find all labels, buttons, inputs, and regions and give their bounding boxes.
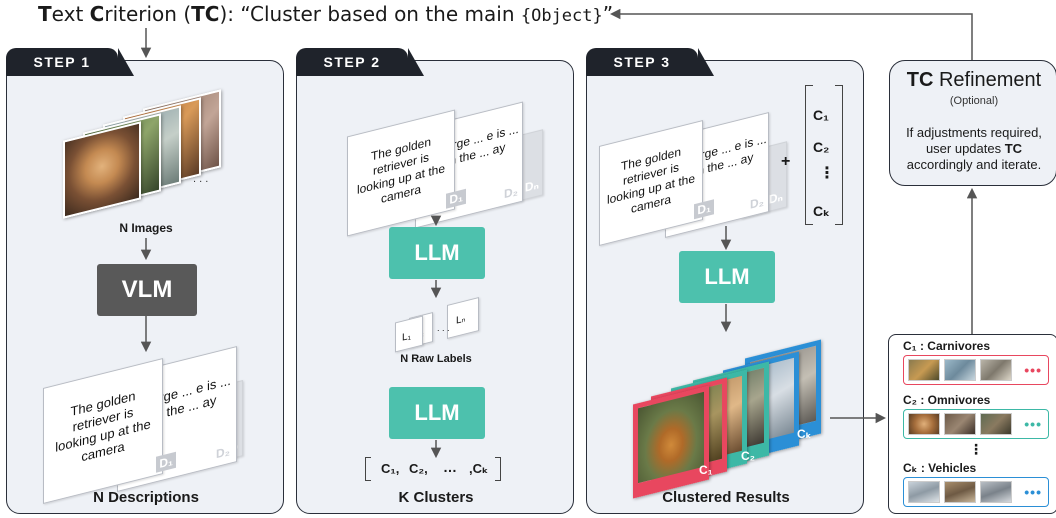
ellipsis: . . . — [193, 173, 209, 185]
tiger-image — [633, 385, 709, 499]
cluster-title-omnivores: C₂ : Omnivores — [903, 393, 991, 407]
stack-label-c1: C₁ — [699, 463, 713, 477]
thumb-truck — [944, 481, 976, 503]
images-caption: N Images — [119, 221, 173, 235]
tc-refinement-box: TC Refinement (Optional) If adjustments … — [889, 60, 1056, 186]
more-icon: ••• — [1024, 416, 1042, 432]
llm-block-bottom: LLM — [389, 387, 485, 439]
thumb-dog — [908, 413, 940, 435]
cluster-ellipsis: … — [443, 459, 457, 475]
more-icon: ••• — [1024, 362, 1042, 378]
cluster-ck: ,Cₖ — [469, 461, 489, 476]
more-icon: ••• — [1024, 484, 1042, 500]
stack-label-ck: Cₖ — [797, 427, 812, 441]
plus-sign: + — [781, 153, 791, 170]
ellipsis: . . . — [437, 323, 450, 333]
cluster-results-box: C₁ : Carnivores ••• C₂ : Omnivores ••• ⋮… — [888, 334, 1056, 514]
step-1-panel: . . . N Images VLM Dₙ The large ... e is… — [6, 60, 284, 514]
clusters-caption: K Clusters — [398, 489, 474, 506]
llm-block-top: LLM — [389, 227, 485, 279]
step-3-tab: STEP 3 — [586, 48, 714, 76]
bracket-right — [495, 457, 501, 481]
clustered-results-caption: Clustered Results — [662, 489, 790, 506]
bracket-left — [805, 85, 813, 225]
vlm-block: VLM — [97, 264, 197, 316]
step-3-panel: Dₙ The large ... e is ... d on the ... a… — [586, 60, 864, 514]
thumb-aircraft — [980, 481, 1012, 503]
thumb-otter — [944, 413, 976, 435]
refinement-optional: (Optional) — [949, 95, 999, 107]
cluster-row-omnivores: ••• — [903, 409, 1049, 439]
thumb-dolphin — [944, 359, 976, 381]
text-criterion: Text Criterion (TC): “Cluster based on t… — [38, 2, 614, 26]
refinement-title: TC Refinement — [906, 69, 1042, 91]
cluster-c1: C₁, — [381, 461, 400, 476]
thumb-animal — [980, 413, 1012, 435]
step-2-panel: Dₙ The large ... e is ... d on the ... a… — [296, 60, 574, 514]
thumb-tiger — [908, 359, 940, 381]
cluster-list-c1: C₁ — [813, 107, 829, 123]
raw-label-l1: L₁ — [395, 315, 423, 353]
thumb-plane — [908, 481, 940, 503]
refinement-text: If adjustments required, user updates TC… — [906, 125, 1042, 172]
cluster-row-carnivores: ••• — [903, 355, 1049, 385]
step-1-tab: STEP 1 — [6, 48, 134, 76]
cluster-list-ck: Cₖ — [813, 203, 830, 219]
cluster-c2: C₂, — [409, 461, 428, 476]
cluster-list-vdots: ⋮ — [819, 165, 835, 182]
llm-block: LLM — [679, 251, 775, 303]
cluster-row-vehicles: ••• — [903, 477, 1049, 507]
cluster-title-vehicles: Cₖ : Vehicles — [903, 461, 977, 475]
thumb-seal — [980, 359, 1012, 381]
cluster-list-c2: C₂ — [813, 139, 830, 155]
stack-label-c2: C₂ — [741, 449, 755, 463]
cluster-title-carnivores: C₁ : Carnivores — [903, 339, 990, 353]
bracket-left — [365, 457, 371, 481]
step-2-tab: STEP 2 — [296, 48, 424, 76]
vdots: ⋮ — [969, 441, 983, 457]
raw-label-ln: Lₙ — [447, 297, 479, 339]
raw-labels-caption: N Raw Labels — [400, 353, 472, 365]
descriptions-caption: N Descriptions — [93, 489, 199, 506]
bracket-right — [835, 85, 843, 225]
dog-image — [63, 121, 141, 219]
